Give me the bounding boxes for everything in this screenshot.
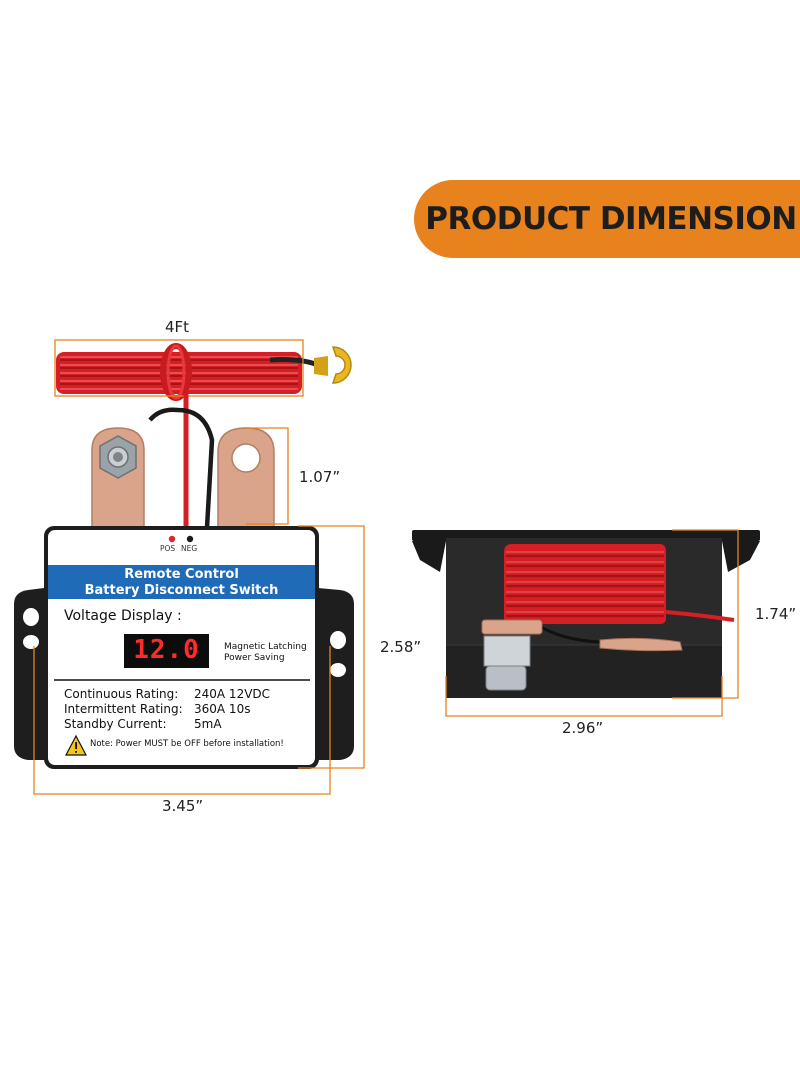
title-band [48, 565, 315, 599]
mounting-plate-front [14, 588, 354, 760]
side-height-label: 1.74” [755, 605, 797, 623]
cable-coil-front [56, 343, 319, 401]
copper-terminal-right [217, 427, 275, 531]
voltage-label: Voltage Display : [64, 608, 182, 624]
banner-title: PRODUCT DIMENSION [425, 201, 797, 237]
spec-row-0-value: 240A 12VDC [194, 687, 271, 701]
copper-terminal-left [91, 427, 145, 531]
side-terminals [481, 619, 683, 691]
body-height-dimension [298, 525, 365, 769]
spec-row-1-value: 360A 10s [194, 702, 251, 716]
feature-line1: Magnetic Latching [224, 642, 307, 652]
feature-line2: Power Saving [224, 653, 285, 663]
ring-terminal-icon [314, 346, 352, 384]
neg-label: NEG [181, 544, 198, 553]
voltage-display [124, 634, 209, 668]
cable-length-label: 4Ft [165, 318, 190, 336]
side-width-label: 2.96” [562, 719, 604, 737]
product-dimension-banner: PRODUCT DIMENSION [414, 180, 800, 258]
panel-title-line2: Battery Disconnect Switch [84, 583, 279, 598]
total-width-dimension [33, 646, 331, 795]
cable-length-dimension-box [54, 339, 304, 397]
cable-coil-side [504, 544, 735, 644]
body-height-label: 2.58” [380, 638, 422, 656]
pos-indicator-icon [168, 535, 176, 543]
panel-title-line1: Remote Control [124, 567, 239, 582]
warning-note: Note: Power MUST be OFF before installat… [90, 739, 284, 749]
pos-label: POS [160, 544, 176, 553]
spec-row-1-label: Intermittent Rating: [64, 702, 183, 716]
warning-icon [65, 734, 87, 756]
spec-row-2-label: Standby Current: [64, 717, 167, 731]
terminal-height-dimension [246, 427, 289, 525]
terminal-height-label: 1.07” [299, 468, 341, 486]
total-width-label: 3.45” [162, 797, 204, 815]
side-height-dimension [672, 529, 739, 699]
spec-row-0-label: Continuous Rating: [64, 687, 179, 701]
display-value: 12.0 [133, 635, 200, 665]
spec-row-2-value: 5mA [194, 717, 222, 731]
neg-indicator-icon [186, 535, 194, 543]
side-width-dimension [445, 676, 723, 717]
